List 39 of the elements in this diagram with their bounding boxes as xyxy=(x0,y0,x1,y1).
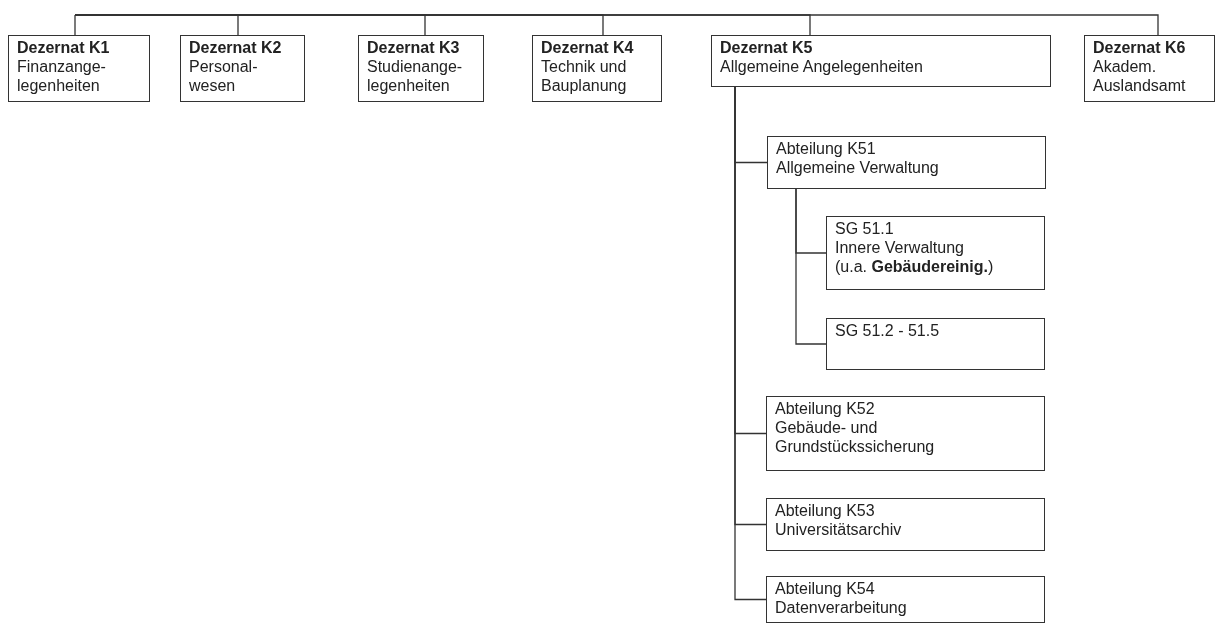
unit-name: Allgemeine Angelegenheiten xyxy=(720,57,924,76)
unit-heading: Dezernat K3 xyxy=(367,38,461,57)
unit-heading: Abteilung K54 xyxy=(775,579,876,598)
org-box xyxy=(532,35,662,102)
unit-name: Universitätsarchiv xyxy=(775,520,903,539)
unit-name: Akadem. Auslandsamt xyxy=(1093,57,1187,95)
unit-name: (u.a. Gebäudereinig.) xyxy=(835,257,995,276)
unit-heading: Abteilung K51 xyxy=(776,139,877,158)
unit-heading: SG 51.2 - 51.5 xyxy=(835,321,941,340)
org-box xyxy=(358,35,484,102)
org-box xyxy=(766,576,1045,623)
org-box xyxy=(766,498,1045,551)
unit-heading: Dezernat K1 xyxy=(17,38,111,57)
unit-name: Gebäude- und Grundstückssicherung xyxy=(775,418,936,456)
unit-name: Finanzange- legenheiten xyxy=(17,57,107,95)
org-box xyxy=(8,35,150,102)
unit-name: Personal- wesen xyxy=(189,57,259,95)
unit-heading: SG 51.1 xyxy=(835,219,895,238)
connector-line xyxy=(74,14,76,36)
unit-heading: Dezernat K5 xyxy=(720,38,814,57)
unit-heading: Dezernat K6 xyxy=(1093,38,1187,57)
org-box xyxy=(180,35,305,102)
org-box xyxy=(767,136,1046,189)
org-box xyxy=(826,216,1045,290)
unit-heading: Abteilung K53 xyxy=(775,501,876,520)
unit-name: Technik und Bauplanung xyxy=(541,57,628,95)
connector-line xyxy=(795,188,827,345)
unit-heading: Dezernat K4 xyxy=(541,38,635,57)
unit-heading: Dezernat K2 xyxy=(189,38,283,57)
unit-heading: Abteilung K52 xyxy=(775,399,876,418)
connector-line xyxy=(74,14,1159,36)
org-box xyxy=(711,35,1051,87)
org-box xyxy=(1084,35,1215,102)
unit-name: Innere Verwaltung xyxy=(835,238,965,257)
unit-name: Allgemeine Verwaltung xyxy=(776,158,940,177)
unit-name: Studienange- legenheiten xyxy=(367,57,464,95)
org-box xyxy=(766,396,1045,471)
unit-name: Datenverarbeitung xyxy=(775,598,908,617)
org-box xyxy=(826,318,1045,370)
